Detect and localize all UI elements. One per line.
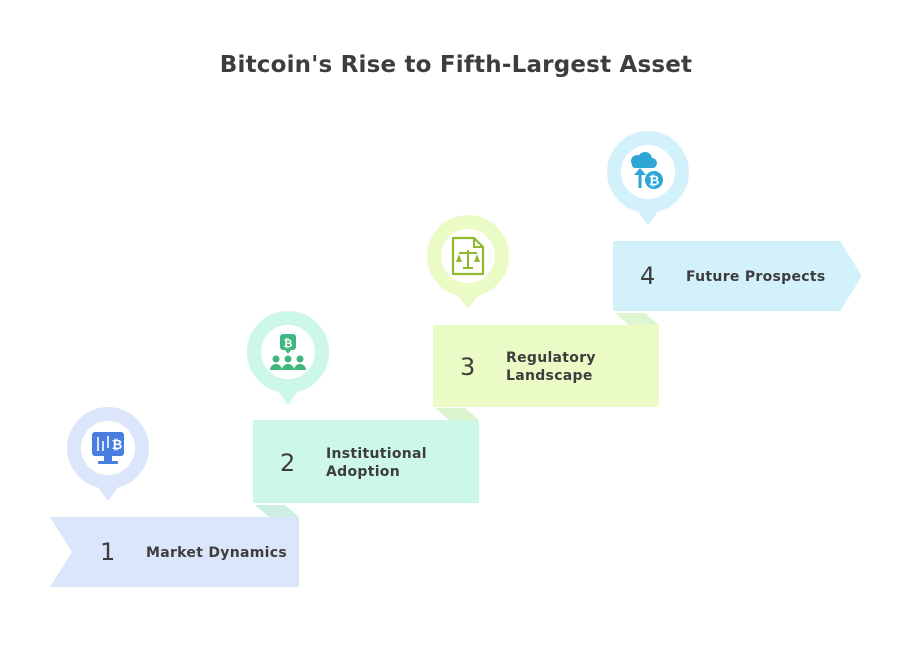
step-4-label: Future Prospects — [686, 268, 826, 286]
step-1-number: 1 — [100, 538, 116, 566]
step-1-label: Market Dynamics — [146, 544, 287, 562]
document-scale-icon — [451, 236, 485, 276]
svg-text:₿: ₿ — [649, 174, 660, 189]
cloud-bitcoin-upload-icon: ₿ — [631, 152, 663, 189]
step-3-number: 3 — [460, 353, 476, 381]
step-4-label-line-1: Future Prospects — [686, 269, 826, 285]
monitor-bitcoin-chart-icon: ₿ — [92, 432, 124, 464]
bitcoin-group-icon: ₿ — [270, 334, 306, 370]
step-connector-2-3 — [435, 408, 479, 420]
step-connector-3-4 — [615, 313, 659, 325]
step-3-label-line-1: Regulatory — [506, 350, 596, 366]
step-connector-1-2 — [255, 505, 299, 517]
step-3-label: Regulatory Landscape — [506, 349, 596, 385]
svg-text:₿: ₿ — [112, 438, 123, 453]
step-3-band — [433, 325, 659, 407]
step-2-number: 2 — [280, 449, 296, 477]
step-1-label-line-1: Market Dynamics — [146, 545, 287, 561]
step-2-band — [253, 420, 479, 503]
step-4-number: 4 — [640, 262, 656, 290]
svg-text:₿: ₿ — [284, 337, 293, 350]
step-2-label-line-1: Institutional — [326, 446, 427, 462]
step-4-band — [613, 241, 862, 311]
step-2-label: Institutional Adoption — [326, 445, 427, 481]
step-3-label-line-2: Landscape — [506, 368, 593, 384]
diagram-title: Bitcoin's Rise to Fifth-Largest Asset — [219, 52, 693, 78]
step-1-band — [50, 517, 299, 587]
step-2-label-line-2: Adoption — [326, 464, 400, 480]
